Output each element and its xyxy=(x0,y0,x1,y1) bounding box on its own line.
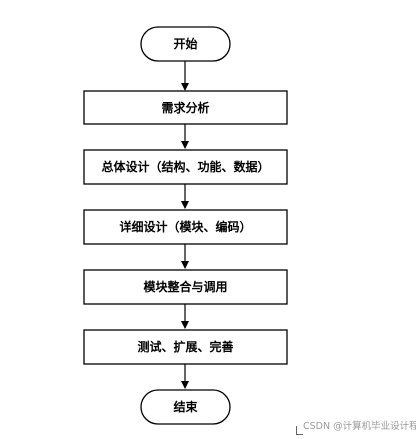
process-shape xyxy=(83,269,288,305)
node-label: 结束 xyxy=(173,399,198,414)
process-shape xyxy=(83,209,288,245)
node-testing: 测试、扩展、完善 xyxy=(83,329,288,365)
terminal-shape xyxy=(140,389,231,425)
process-shape xyxy=(83,329,288,365)
node-requirements-analysis: 需求分析 xyxy=(83,90,288,125)
node-end: 结束 xyxy=(140,389,231,425)
process-shape xyxy=(83,90,288,125)
node-label: 总体设计（结构、功能、数据） xyxy=(101,159,269,174)
node-label: 模块整合与调用 xyxy=(143,279,227,294)
node-detailed-design: 详细设计（模块、编码） xyxy=(83,209,288,245)
node-start: 开始 xyxy=(140,26,231,62)
process-shape xyxy=(83,149,288,185)
node-overall-design: 总体设计（结构、功能、数据） xyxy=(83,149,288,185)
paragraph-mark-icon xyxy=(296,426,303,435)
node-label: 开始 xyxy=(173,36,197,51)
node-label: 详细设计（模块、编码） xyxy=(119,219,251,234)
node-label: 测试、扩展、完善 xyxy=(137,339,233,354)
watermark: CSDN @计算机毕业设计程 xyxy=(303,421,416,432)
node-module-integration: 模块整合与调用 xyxy=(83,269,288,305)
terminal-shape xyxy=(140,26,231,62)
node-label: 需求分析 xyxy=(161,100,209,115)
